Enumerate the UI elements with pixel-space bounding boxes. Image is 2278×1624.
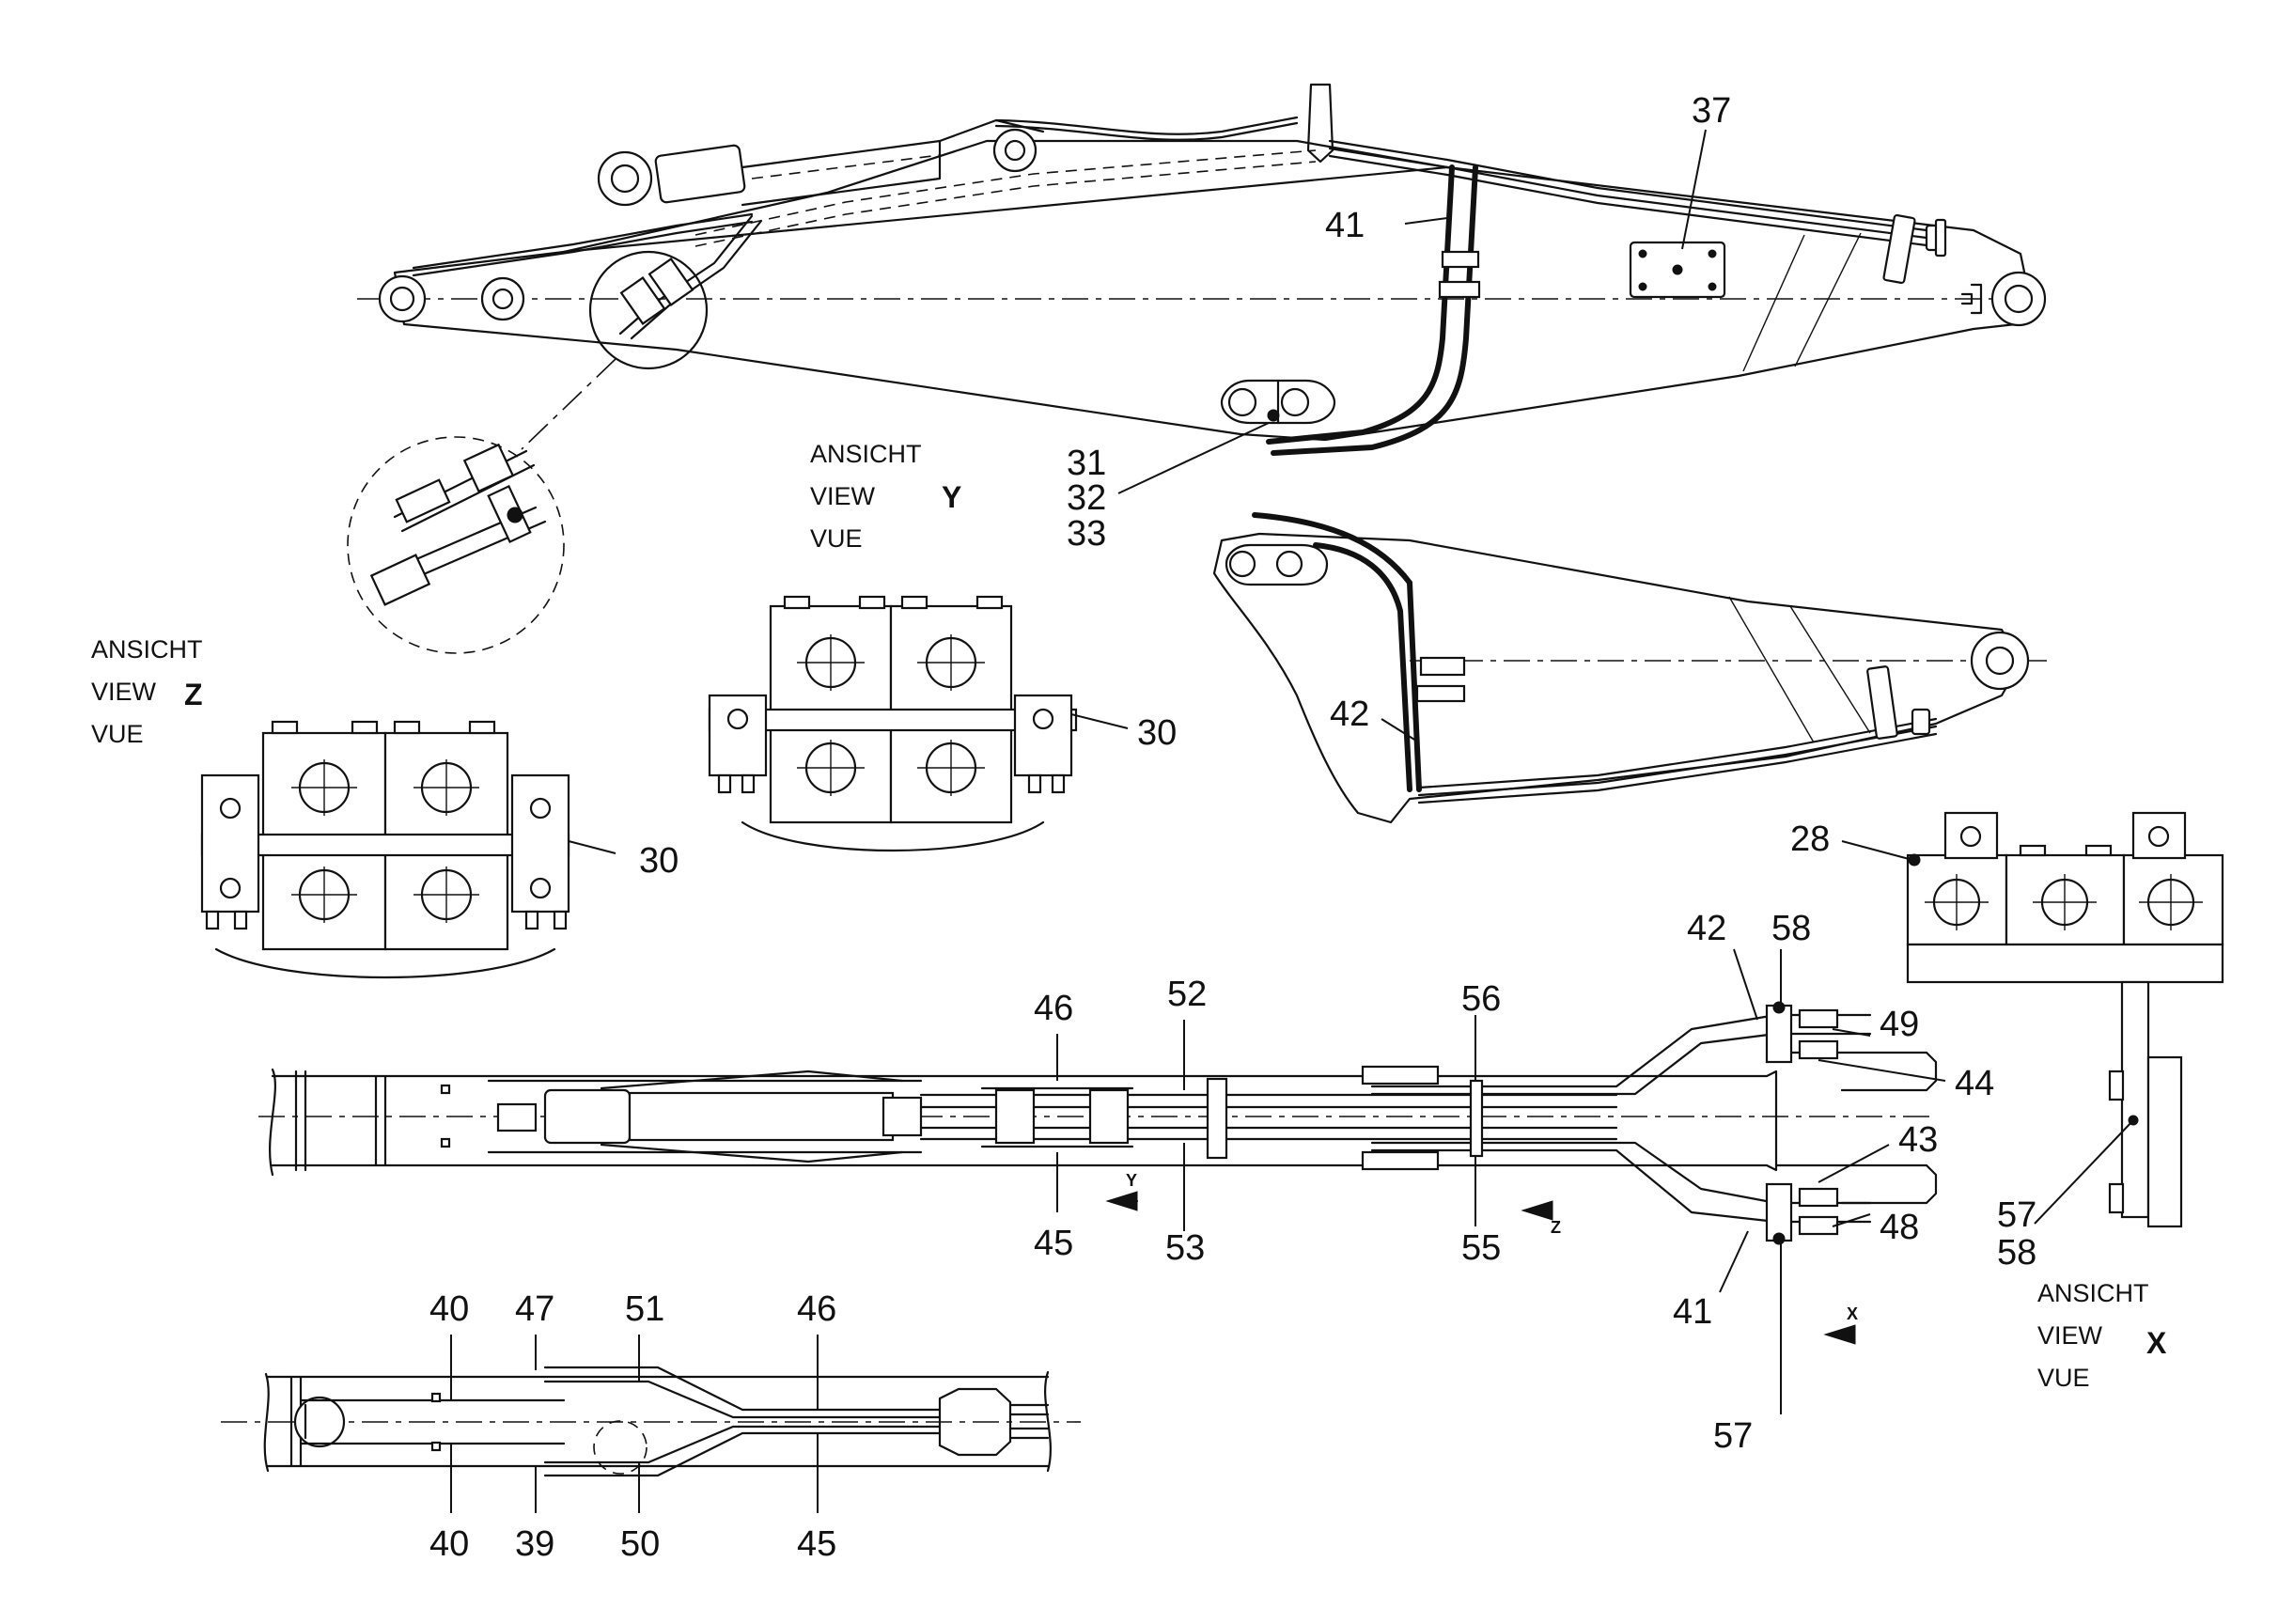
callout-53: 53: [1165, 1228, 1205, 1268]
callout-55: 55: [1461, 1228, 1501, 1268]
callout-50: 50: [620, 1524, 660, 1564]
boom-top-view-rear: [221, 1366, 1081, 1477]
view-arrow-x: X: [1847, 1304, 1858, 1323]
callout-28: 28: [1790, 820, 1830, 859]
callout-48: 48: [1880, 1208, 1919, 1247]
view-x-caption: ANSICHT VIEW VUE X: [2037, 1279, 2167, 1392]
boom-section-42: [1212, 512, 2049, 824]
callout-30: 30: [1137, 713, 1177, 753]
view-y-clamp: [708, 595, 1078, 852]
callout-42: 42: [1687, 909, 1726, 948]
part-callouts: 37 41 31 32 33 42 30 30 28 42 58 49 44 4…: [429, 91, 2036, 1564]
boom-top-view: [258, 1001, 1938, 1245]
view-y-caption: ANSICHT VIEW VUE Y: [810, 440, 961, 553]
callout-42: 42: [1330, 695, 1369, 734]
callout-41: 41: [1325, 206, 1365, 245]
svg-text:X: X: [2146, 1326, 2167, 1360]
view-arrow-y: Y: [1126, 1171, 1137, 1190]
svg-text:VIEW: VIEW: [810, 482, 876, 510]
callout-56: 56: [1461, 979, 1501, 1019]
callout-43: 43: [1898, 1120, 1938, 1160]
callout-33: 33: [1067, 514, 1106, 554]
view-z-clamp: [200, 720, 570, 979]
svg-text:ANSICHT: ANSICHT: [2037, 1279, 2149, 1307]
callout-52: 52: [1167, 975, 1207, 1014]
callout-39: 39: [515, 1524, 554, 1564]
callout-45: 45: [797, 1524, 836, 1564]
detail-enlargement: [347, 436, 565, 654]
callout-51: 51: [625, 1289, 664, 1329]
callout-31: 31: [1067, 444, 1106, 483]
view-x-clamp: [1906, 811, 2224, 1228]
callout-49: 49: [1880, 1005, 1919, 1044]
svg-text:ANSICHT: ANSICHT: [91, 635, 203, 664]
callout-47: 47: [515, 1289, 554, 1329]
svg-text:ANSICHT: ANSICHT: [810, 440, 922, 468]
svg-text:VIEW: VIEW: [91, 678, 157, 706]
callout-58: 58: [1997, 1233, 2036, 1273]
callout-58: 58: [1771, 909, 1811, 948]
svg-text:VUE: VUE: [810, 524, 863, 553]
view-arrow-z: Z: [1551, 1218, 1561, 1237]
svg-text:VUE: VUE: [2037, 1364, 2090, 1392]
callout-40: 40: [429, 1524, 469, 1564]
callout-30: 30: [639, 841, 679, 881]
view-arrows: Y Z X: [1105, 1171, 1858, 1345]
callout-46: 46: [1034, 989, 1073, 1028]
svg-text:VUE: VUE: [91, 720, 144, 748]
svg-text:Z: Z: [184, 678, 203, 711]
view-z-caption: ANSICHT VIEW VUE Z: [91, 635, 203, 748]
callout-57: 57: [1997, 1195, 2036, 1235]
callout-46: 46: [797, 1289, 836, 1329]
callout-32: 32: [1067, 478, 1106, 518]
callout-37: 37: [1692, 91, 1731, 131]
svg-text:Y: Y: [942, 480, 961, 514]
callout-45: 45: [1034, 1224, 1073, 1263]
callout-40: 40: [429, 1289, 469, 1329]
callout-44: 44: [1955, 1064, 1994, 1103]
callout-41: 41: [1673, 1292, 1712, 1332]
svg-text:VIEW: VIEW: [2037, 1321, 2103, 1350]
leader-lines: [450, 129, 2134, 1513]
callout-57: 57: [1713, 1416, 1753, 1456]
boom-side-view: [357, 83, 2049, 456]
